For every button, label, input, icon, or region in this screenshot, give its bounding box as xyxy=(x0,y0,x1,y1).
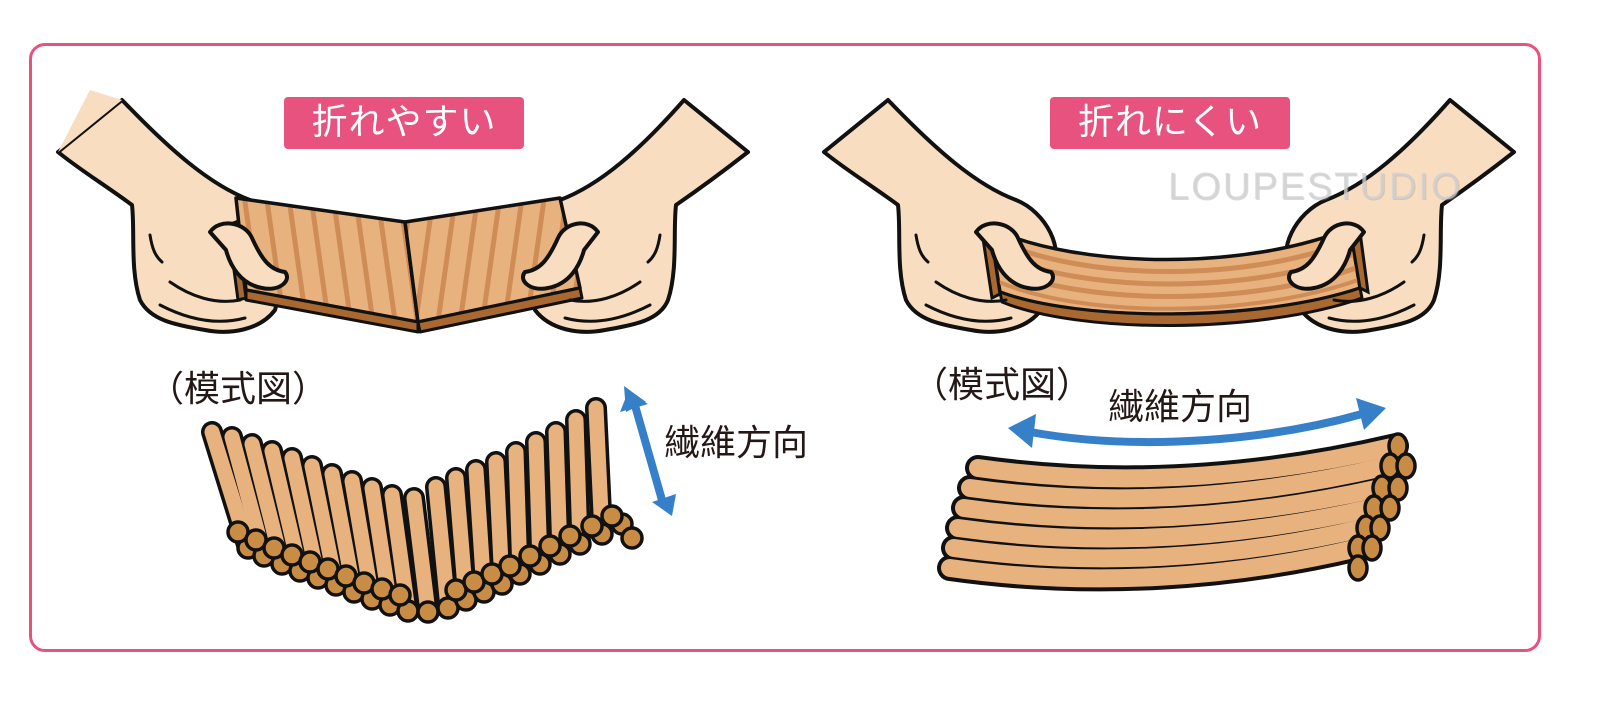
left-hands-board-illustration xyxy=(56,90,750,334)
right-fiber-bundle xyxy=(937,432,1417,592)
left-fiber-bundle xyxy=(201,397,644,624)
fiber-direction-arrow-left xyxy=(620,386,676,516)
board-right-half xyxy=(403,196,584,334)
fiber-direction-arrow-right xyxy=(1008,398,1386,448)
left-thumb-icon xyxy=(208,221,289,291)
diagram-frame xyxy=(29,43,1541,652)
fiber-direction-label-right: 繊維方向 xyxy=(1108,387,1253,428)
right-hands-board-illustration xyxy=(822,98,1516,334)
fiber-end-caps xyxy=(1347,432,1417,582)
schematic-label-right: （模式図） xyxy=(912,365,1093,406)
badge-easy-to-break: 折れやすい xyxy=(284,97,524,149)
left-hand-icon xyxy=(56,90,292,334)
schematic-label-left: （模式図） xyxy=(148,369,329,410)
right-thumb-icon xyxy=(521,221,600,291)
right-thumb-icon xyxy=(1287,221,1366,291)
badge-hard-to-break: 折れにくい xyxy=(1050,97,1290,149)
fiber-direction-label-left: 繊維方向 xyxy=(664,423,809,464)
left-thumb-icon xyxy=(974,221,1055,291)
fiber-end-caps xyxy=(226,504,644,624)
watermark-text: LOUPESTUDIO xyxy=(1168,166,1463,208)
